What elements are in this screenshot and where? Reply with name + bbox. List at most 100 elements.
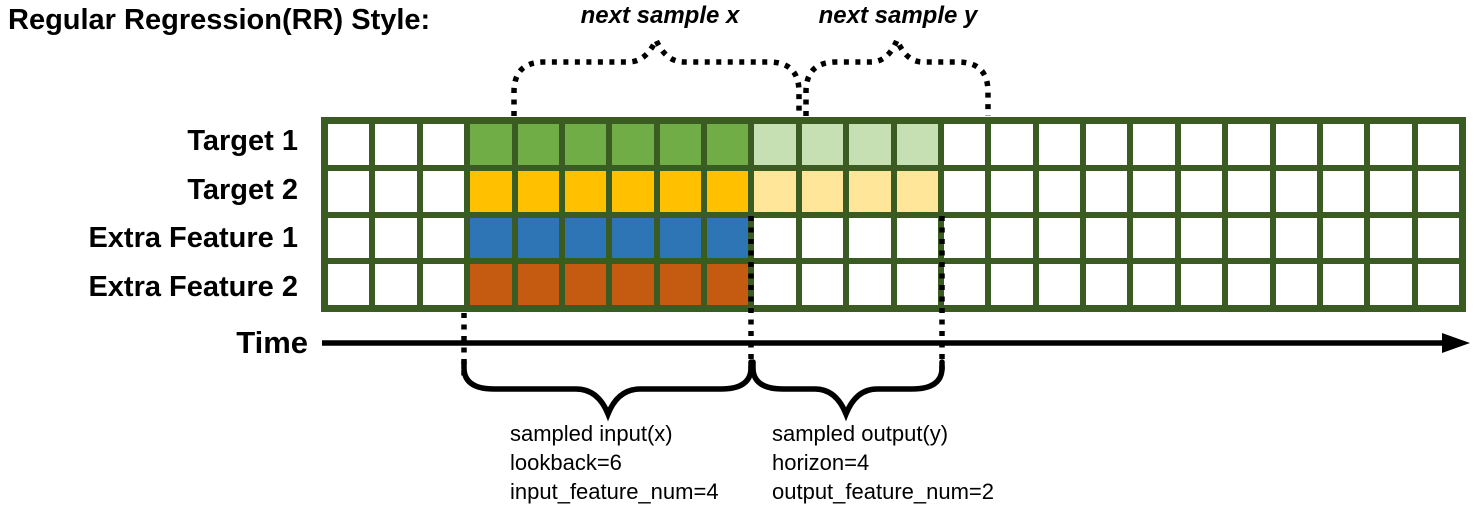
grid-cell	[517, 124, 559, 165]
grid-cell	[1086, 217, 1128, 259]
grid-cell	[1228, 264, 1270, 305]
sampled-output-annotation: sampled output(y) horizon=4 output_featu…	[772, 419, 994, 506]
sampled-output-brace	[750, 359, 945, 422]
grid-cell	[1133, 217, 1175, 259]
grid-cell	[1417, 170, 1459, 212]
grid-cell	[707, 170, 749, 212]
grid-cell	[517, 264, 559, 305]
grid-cell	[707, 217, 749, 259]
grid-cell	[422, 264, 465, 305]
grid-cell	[754, 170, 796, 212]
grid-cell	[1322, 170, 1365, 212]
grid-cell	[564, 124, 607, 165]
grid-cell	[707, 124, 749, 165]
next-sample-x-brace	[511, 33, 802, 116]
grid-cell	[943, 264, 986, 305]
grid-cell	[1370, 170, 1412, 212]
grid-cell	[328, 217, 370, 259]
grid-cell	[1038, 170, 1080, 212]
row-label: Target 1	[187, 124, 298, 157]
grid-cell	[707, 264, 749, 305]
grid-cell	[422, 170, 465, 212]
grid-cell	[612, 124, 654, 165]
sampled-input-brace	[461, 359, 754, 422]
grid-cell	[470, 170, 512, 212]
grid-cell	[1180, 217, 1223, 259]
grid-cell	[991, 264, 1033, 305]
grid-cell	[1038, 124, 1080, 165]
grid-cell	[1322, 217, 1365, 259]
grid-cell	[801, 217, 844, 259]
grid-cell	[1180, 170, 1223, 212]
grid-cell	[612, 217, 654, 259]
grid-cell	[943, 170, 986, 212]
grid-cell	[991, 124, 1033, 165]
grid-cell	[517, 217, 559, 259]
grid-cell	[375, 170, 417, 212]
grid-cell	[896, 217, 938, 259]
grid-cell	[1275, 264, 1317, 305]
grid-cell	[1275, 217, 1317, 259]
time-axis-label: Time	[236, 325, 308, 360]
sampled-input-annotation: sampled input(x) lookback=6 input_featur…	[510, 419, 719, 506]
grid-cell	[1038, 217, 1080, 259]
next-sample-x-label: next sample x	[580, 2, 740, 29]
grid-cell	[1133, 170, 1175, 212]
grid-cell	[991, 217, 1033, 259]
grid-cell	[564, 170, 607, 212]
grid-cell	[1180, 264, 1223, 305]
row-label: Extra Feature 2	[88, 271, 298, 304]
grid-cell	[470, 124, 512, 165]
row-labels: Target 1 Target 2 Extra Feature 1 Extra Fea…	[0, 117, 310, 312]
grid-cell	[422, 217, 465, 259]
grid-cell	[896, 124, 938, 165]
row-label: Extra Feature 1	[88, 222, 298, 255]
grid-cell	[801, 124, 844, 165]
grid-cell	[422, 124, 465, 165]
grid-cell	[1038, 264, 1080, 305]
grid-cell	[1417, 217, 1459, 259]
grid-cell	[849, 124, 891, 165]
grid-cell	[328, 124, 370, 165]
grid-cell	[896, 170, 938, 212]
grid-cell	[1086, 124, 1128, 165]
grid-cell	[849, 264, 891, 305]
grid-cell	[612, 264, 654, 305]
grid-cell	[1370, 217, 1412, 259]
grid-cell	[754, 217, 796, 259]
grid-cell	[517, 170, 559, 212]
grid-cell	[375, 124, 417, 165]
grid-cell	[470, 264, 512, 305]
grid-cell	[659, 217, 701, 259]
grid-cell	[754, 124, 796, 165]
grid-cell	[1133, 264, 1175, 305]
grid-cell	[991, 170, 1033, 212]
grid-cell	[1370, 264, 1412, 305]
grid-cell	[1322, 124, 1365, 165]
time-arrow-head	[1442, 333, 1470, 353]
grid-cell	[1370, 124, 1412, 165]
grid-cell	[659, 170, 701, 212]
grid-cell	[1228, 217, 1270, 259]
row-label: Target 2	[187, 173, 298, 206]
grid-cell	[1133, 124, 1175, 165]
grid-cell	[375, 264, 417, 305]
input-feature-num-value: input_feature_num=4	[510, 479, 719, 504]
grid-cell	[328, 264, 370, 305]
grid-cell	[896, 264, 938, 305]
grid-cell	[612, 170, 654, 212]
grid-cell	[1275, 124, 1317, 165]
grid-cell	[659, 264, 701, 305]
output-feature-num-value: output_feature_num=2	[772, 479, 995, 504]
horizon-value: horizon=4	[772, 450, 870, 475]
grid-cell	[1322, 264, 1365, 305]
grid-cell	[470, 217, 512, 259]
grid-cell	[849, 217, 891, 259]
grid-cell	[943, 124, 986, 165]
lookback-value: lookback=6	[510, 450, 622, 475]
grid-cell	[1180, 124, 1223, 165]
grid-cell	[1086, 264, 1128, 305]
diagram-title: Regular Regression(RR) Style:	[8, 4, 431, 36]
grid-cell	[849, 170, 891, 212]
